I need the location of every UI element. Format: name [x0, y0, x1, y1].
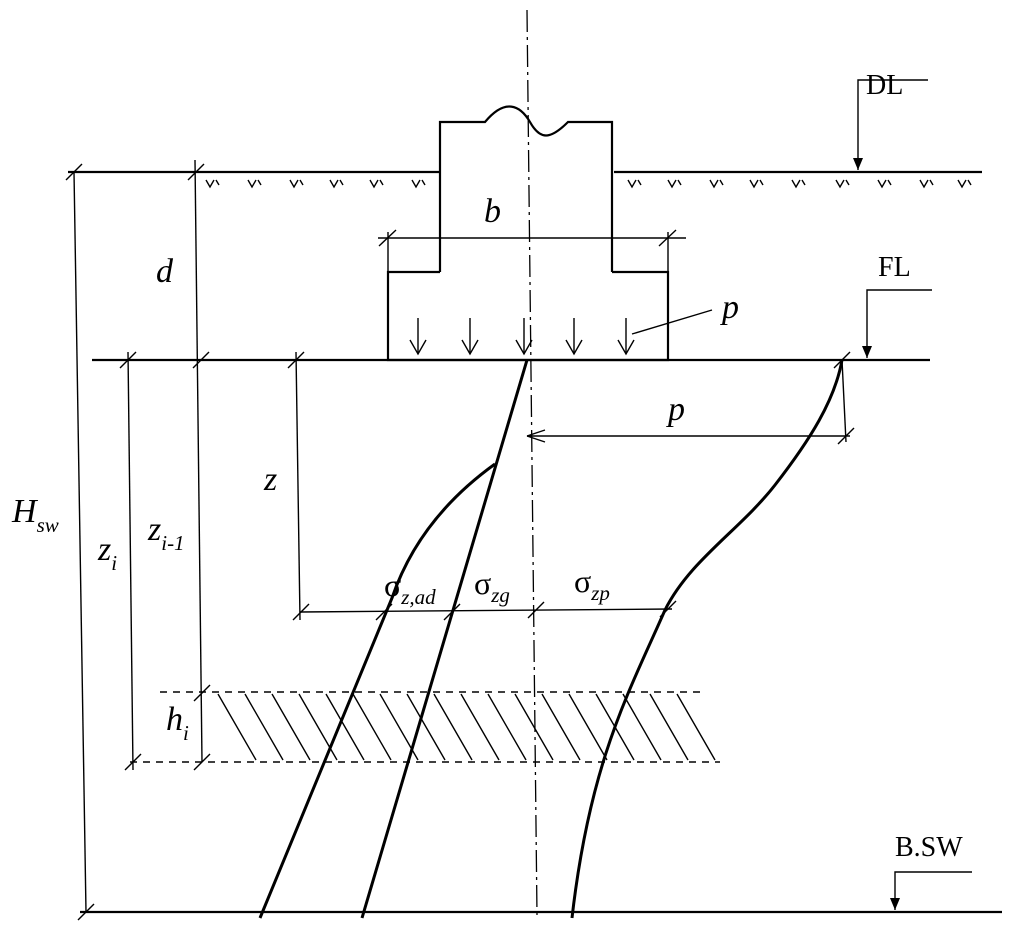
bsw-label: B.SW [895, 832, 963, 863]
hsw-label: Hsw [11, 493, 59, 537]
p-dimension-line [526, 351, 855, 445]
zi-label: zi [97, 531, 117, 575]
self-weight-stress-curve [360, 359, 529, 919]
grass-mark [667, 179, 682, 189]
hatch-line [460, 693, 500, 761]
width-dimension [378, 229, 686, 272]
additional-stress-curve [570, 359, 844, 919]
fl-label: FL [878, 252, 911, 283]
pressure-arrow [515, 318, 533, 356]
depth-z-stress-line [299, 600, 677, 621]
hatch-line [649, 693, 689, 761]
hatch-line [514, 693, 554, 761]
pressure-arrow [409, 318, 427, 356]
hatch-line [622, 693, 662, 761]
hatch-line [352, 693, 392, 761]
grass-mark [957, 179, 972, 189]
fl-marker [862, 289, 932, 358]
hatch-line [217, 693, 257, 761]
grass-mark [289, 179, 304, 189]
hatch-line [325, 693, 365, 761]
hatch-line [541, 693, 581, 761]
grass-mark [709, 179, 724, 189]
sigma-zp-label: σzp [574, 563, 610, 605]
sigma-z-ad-label: σz,ad [384, 567, 436, 609]
hatch-line [244, 693, 284, 761]
depth-z-label: z [263, 461, 277, 498]
ground-surface [68, 170, 982, 189]
p-leader-line [631, 309, 713, 335]
allowable-stress-curve [258, 462, 496, 919]
vertical-dimension-lines [65, 159, 310, 921]
grass-mark [749, 179, 764, 189]
dl-marker [853, 79, 928, 170]
hatch-line [406, 693, 446, 761]
pressure-arrow [461, 318, 479, 356]
grass-mark [329, 179, 344, 189]
dl-label: DL [866, 70, 903, 101]
hi-label: hi [166, 701, 189, 745]
grass-mark [205, 179, 220, 189]
grass-mark [627, 179, 642, 189]
hatch-line [676, 693, 716, 761]
depth-d-label: d [156, 253, 174, 290]
zi-minus-1-label: zi-1 [147, 511, 185, 555]
hatch-line [487, 693, 527, 761]
pressure-arrow [565, 318, 583, 356]
grass-mark [369, 179, 384, 189]
grass-mark [791, 179, 806, 189]
hatch-line [271, 693, 311, 761]
grass-mark [835, 179, 850, 189]
footing-pressure-label: p [720, 289, 739, 326]
grass-mark [919, 179, 934, 189]
layer-hatching [217, 693, 716, 761]
centerline [526, 9, 538, 916]
diagram-pressure-label: p [666, 391, 685, 428]
pressure-arrow [617, 318, 635, 356]
width-label: b [484, 193, 501, 230]
sigma-zg-label: σzg [474, 565, 510, 607]
hatch-line [568, 693, 608, 761]
pressure-arrows [409, 318, 635, 356]
column [438, 105, 614, 272]
grass-hatching [205, 179, 972, 189]
grass-mark [247, 179, 262, 189]
grass-mark [877, 179, 892, 189]
bsw-marker [890, 871, 972, 910]
hatch-line [433, 693, 473, 761]
grass-mark [411, 179, 426, 189]
